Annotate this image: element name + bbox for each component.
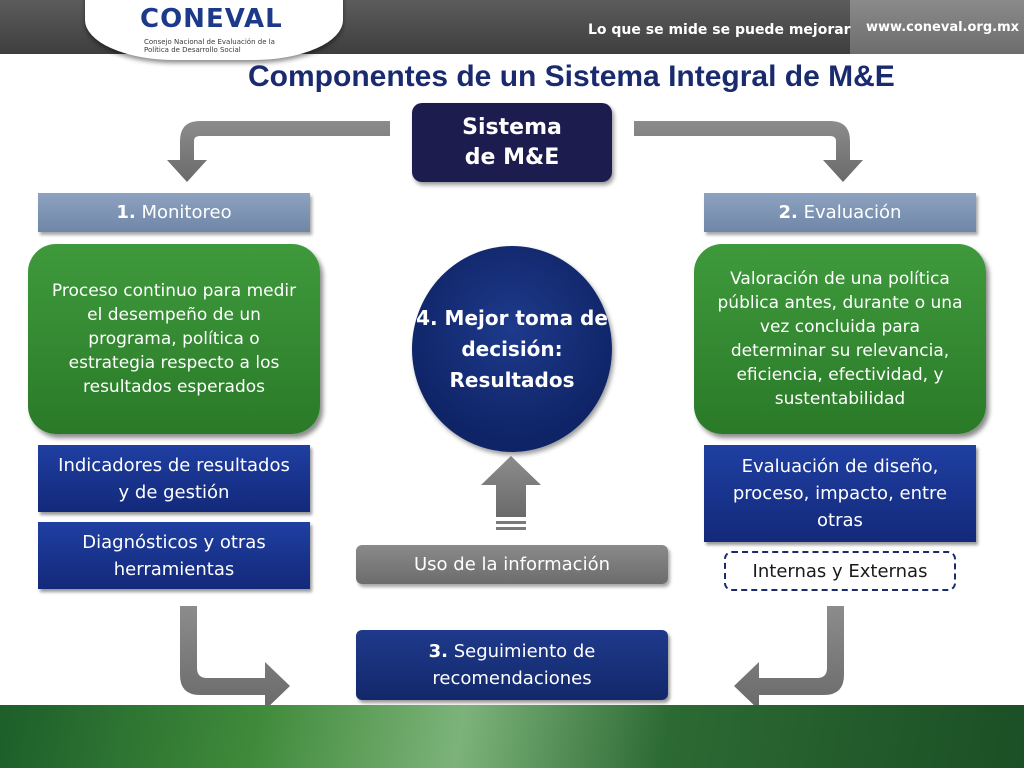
monitoreo-header: 1. Monitoreo [38, 193, 310, 232]
arrow-right-to-seguimiento [734, 606, 844, 710]
arrow-left-to-seguimiento [180, 606, 290, 710]
uso-informacion-box: Uso de la información [356, 545, 668, 584]
seguimiento-box: 3. Seguimiento de recomendaciones [356, 630, 668, 700]
monitoreo-description: Proceso continuo para medir el desempeño… [28, 244, 320, 434]
arrow-to-evaluacion [634, 121, 863, 182]
logo-tab [85, 0, 343, 60]
header-url-panel [850, 0, 1024, 54]
evaluacion-description: Valoración de una política pública antes… [694, 244, 986, 434]
arrow-to-monitoreo [167, 121, 390, 182]
seguimiento-number: 3. [428, 641, 448, 662]
logo-subtitle: Consejo Nacional de Evaluación de la Pol… [144, 38, 275, 54]
indicadores-box: Indicadores de resultados y de gestión [38, 445, 310, 512]
website-link[interactable]: www.coneval.org.mx [866, 20, 1020, 35]
seguimiento-text: Seguimiento de recomendaciones [432, 641, 596, 689]
evaluacion-number: 2. [778, 202, 798, 223]
mejor-decision-circle: 4. Mejor toma de decisión: Resultados [412, 246, 612, 452]
footer-band [0, 705, 1024, 768]
mejor-decision-label: 4. Mejor toma de decisión: Resultados [416, 305, 608, 392]
logo[interactable]: CONEVAL [140, 4, 283, 34]
monitoreo-label: Monitoreo [141, 202, 232, 223]
tipos-evaluacion-box: Evaluación de diseño, proceso, impacto, … [704, 445, 976, 542]
internas-externas-box: Internas y Externas [724, 551, 956, 591]
sistema-me-box: Sistema de M&E [412, 103, 612, 182]
monitoreo-number: 1. [116, 202, 136, 223]
slogan: Lo que se mide se puede mejorar [588, 22, 851, 38]
diagnosticos-box: Diagnósticos y otras herramientas [38, 522, 310, 589]
evaluacion-label: Evaluación [803, 202, 902, 223]
arrow-up-to-decision [481, 456, 541, 530]
evaluacion-header: 2. Evaluación [704, 193, 976, 232]
page-title: Componentes de un Sistema Integral de M&… [248, 60, 895, 93]
